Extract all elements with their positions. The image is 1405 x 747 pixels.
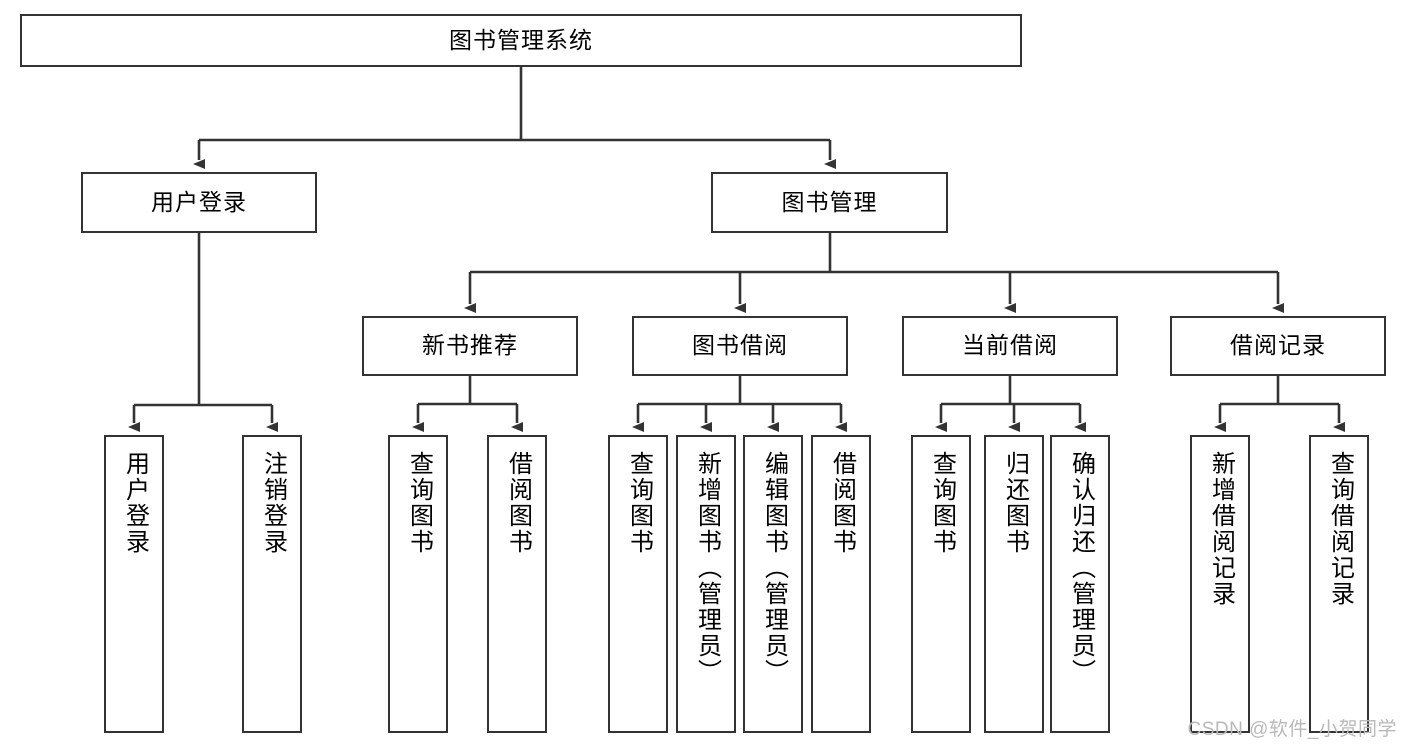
node-label: 借阅记录 (1230, 332, 1326, 359)
node-book-borrow[interactable]: 图书借阅 (632, 316, 848, 376)
node-label: 用户登录 (151, 188, 247, 215)
node-label: 归还图书 (1001, 451, 1029, 555)
node-label: 查询图书 (928, 451, 956, 555)
node-label: 查询借阅记录 (1326, 451, 1354, 607)
node-label: 新增借阅记录 (1207, 451, 1235, 607)
node-leaf-add-book[interactable]: 新增图书（管理员） (676, 435, 736, 733)
node-label: 新增图书（管理员） (693, 451, 721, 685)
node-leaf-user-logout[interactable]: 注销登录 (242, 435, 302, 733)
node-label: 注销登录 (259, 451, 287, 555)
node-label: 用户登录 (121, 451, 149, 555)
node-label: 图书管理 (781, 188, 878, 215)
node-leaf-add-borrow-record[interactable]: 新增借阅记录 (1190, 435, 1250, 733)
node-leaf-return-book[interactable]: 归还图书 (984, 435, 1044, 733)
node-label: 当前借阅 (962, 332, 1058, 359)
node-label: 新书推荐 (422, 332, 518, 359)
node-label: 图书借阅 (692, 332, 788, 359)
node-leaf-query-book-borrow[interactable]: 查询图书 (608, 435, 668, 733)
node-current-borrow[interactable]: 当前借阅 (902, 316, 1118, 376)
node-label: 确认归还（管理员） (1067, 451, 1095, 685)
node-leaf-query-borrow-record[interactable]: 查询借阅记录 (1309, 435, 1369, 733)
node-borrow-record[interactable]: 借阅记录 (1170, 316, 1386, 376)
node-leaf-query-book-recommend[interactable]: 查询图书 (388, 435, 448, 733)
node-label: 查询图书 (625, 451, 653, 555)
node-book-manage[interactable]: 图书管理 (711, 172, 948, 233)
node-label: 查询图书 (405, 451, 433, 555)
node-label: 借阅图书 (828, 451, 856, 555)
node-new-book-recommend[interactable]: 新书推荐 (362, 316, 578, 376)
node-user-login[interactable]: 用户登录 (81, 172, 317, 233)
watermark: CSDN @软件_小贺同学 (1187, 719, 1397, 740)
node-leaf-borrow-book-recommend[interactable]: 借阅图书 (487, 435, 547, 733)
node-leaf-query-book-current[interactable]: 查询图书 (911, 435, 971, 733)
node-leaf-user-login[interactable]: 用户登录 (104, 435, 164, 733)
node-label: 借阅图书 (504, 451, 532, 555)
node-leaf-borrow-book[interactable]: 借阅图书 (811, 435, 871, 733)
node-label: 图书管理系统 (449, 26, 593, 53)
node-root[interactable]: 图书管理系统 (20, 14, 1022, 67)
node-label: 编辑图书（管理员） (760, 451, 788, 685)
node-leaf-confirm-return[interactable]: 确认归还（管理员） (1050, 435, 1110, 733)
node-leaf-edit-book[interactable]: 编辑图书（管理员） (743, 435, 803, 733)
